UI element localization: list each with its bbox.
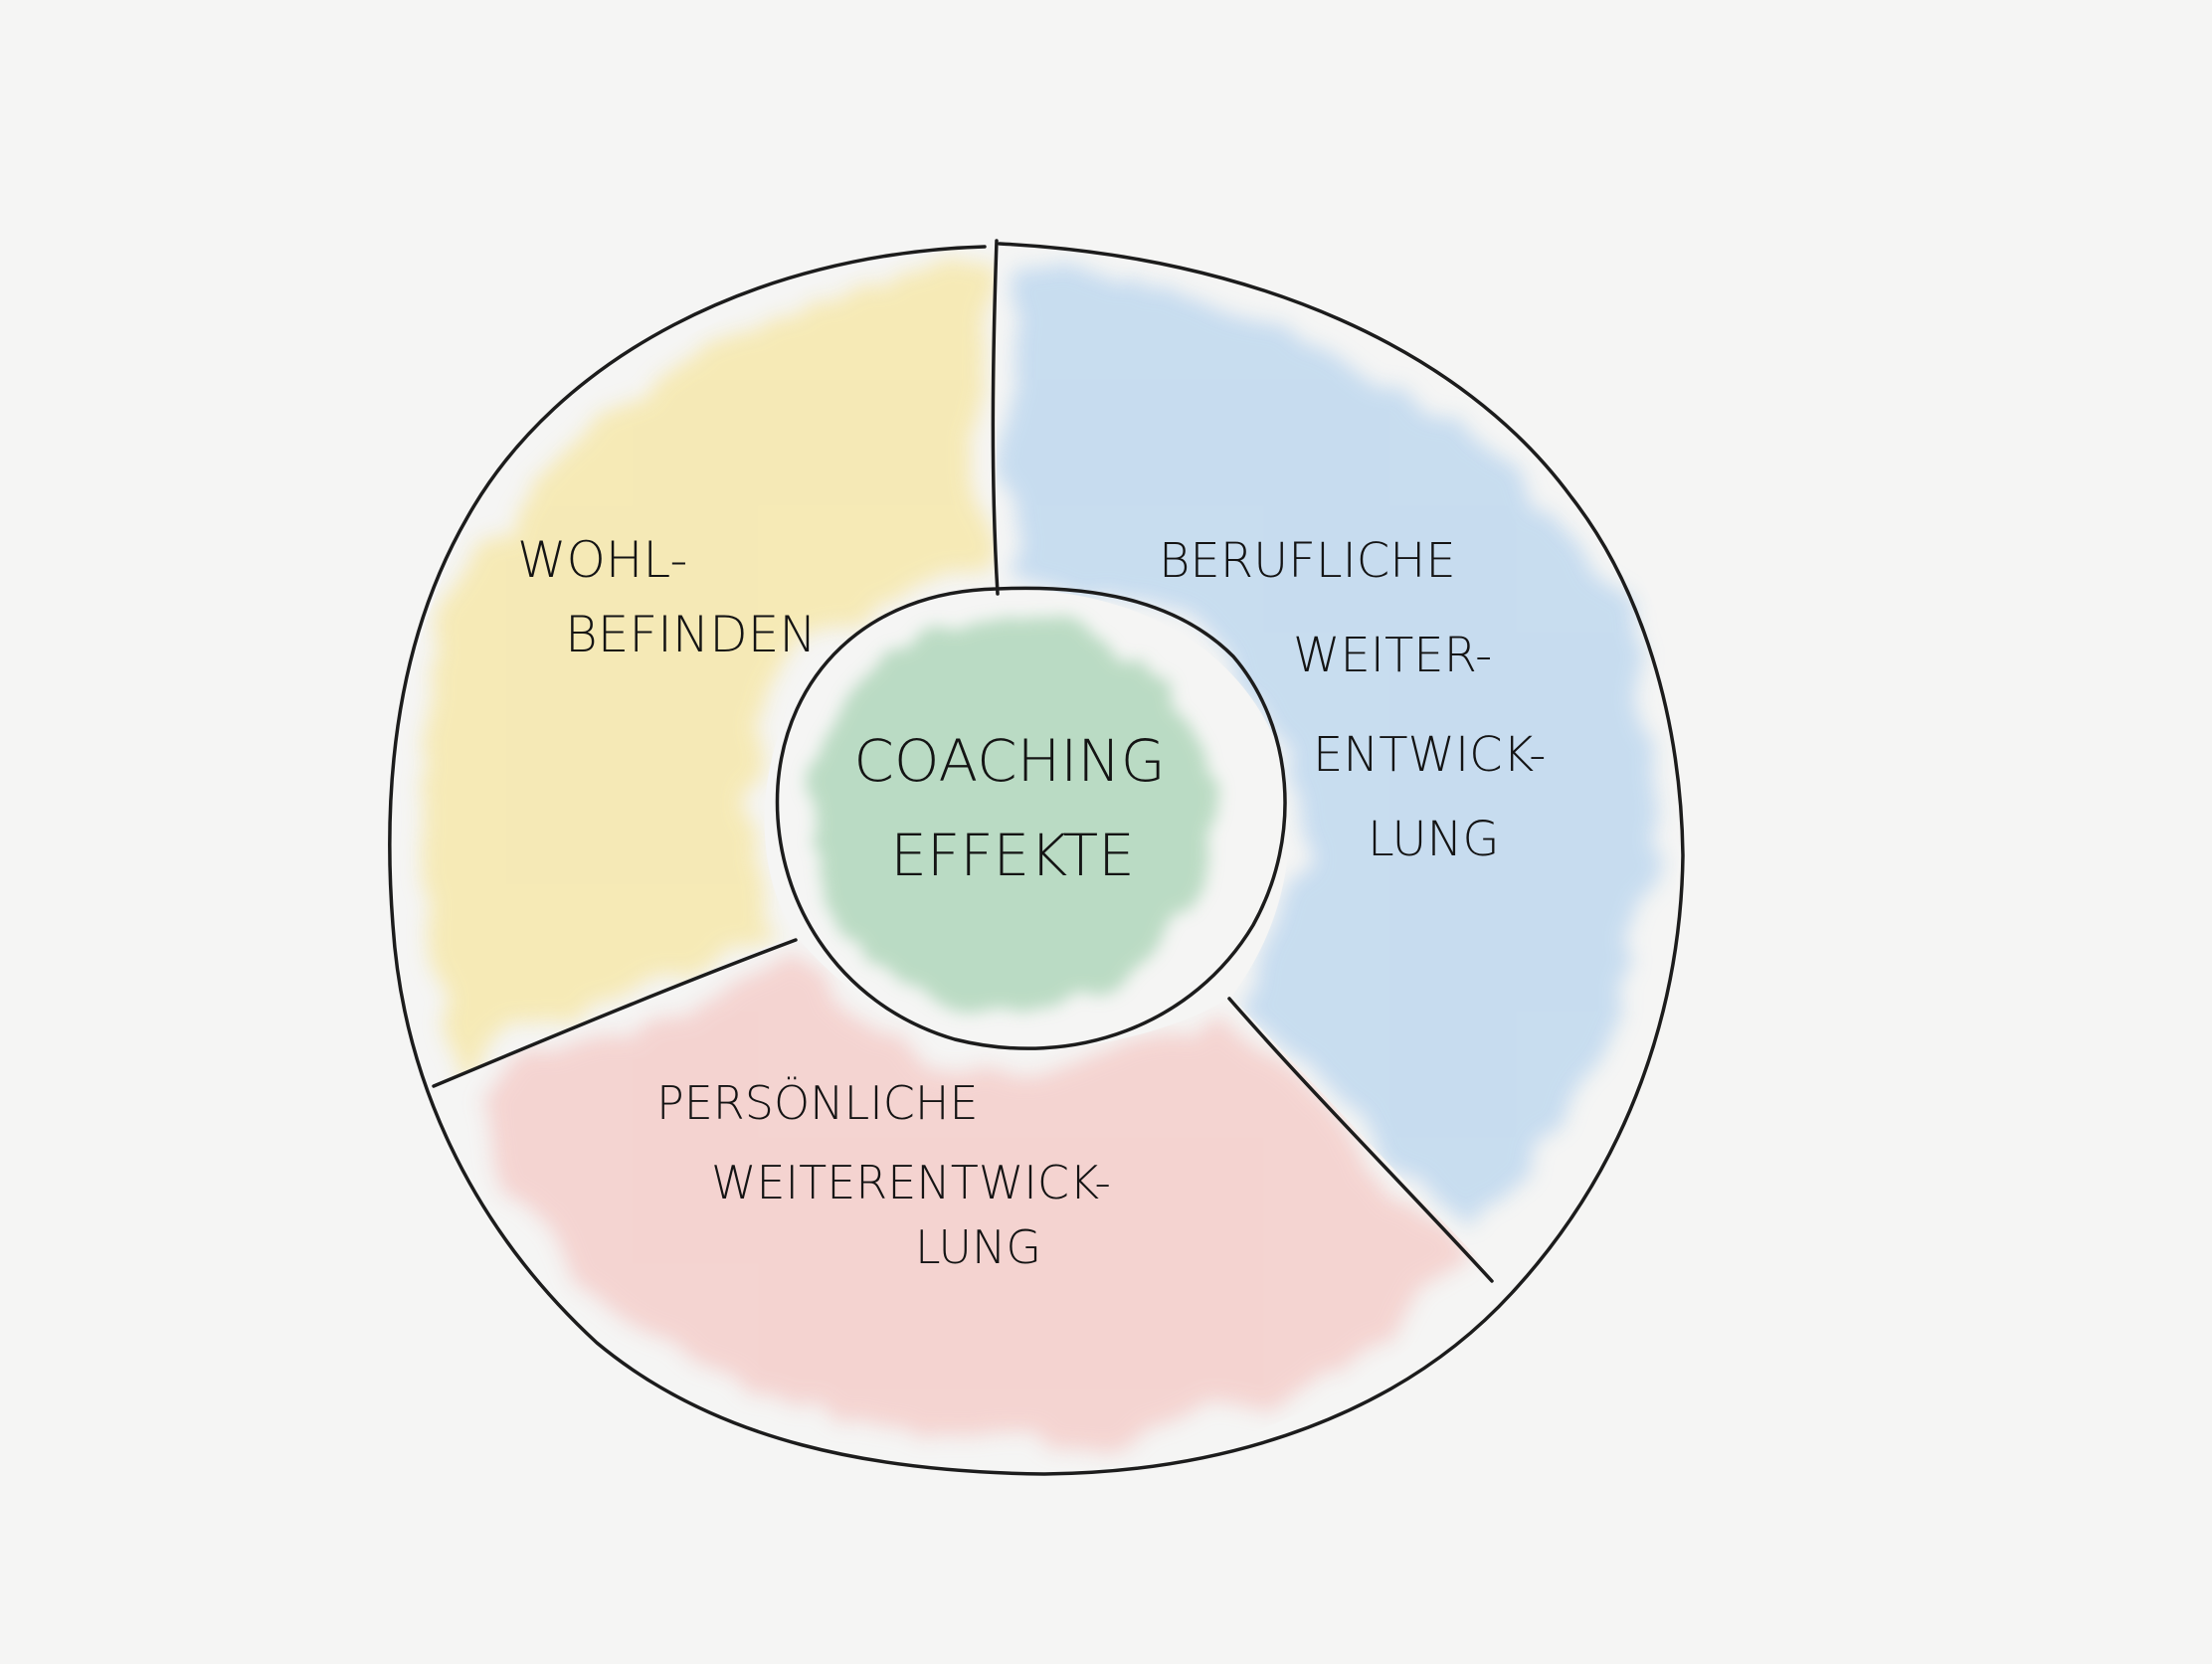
divider-left — [432, 938, 798, 1088]
berufliche-label-line-4: LUNG — [1368, 812, 1500, 867]
center-label-line-2: EFFEKTE — [890, 822, 1135, 889]
center-label-line-1: COACHING — [853, 727, 1165, 795]
persoenliche-label-line-2: WEITERENTWICK- — [711, 1156, 1111, 1209]
persoenliche-label-line-3: LUNG — [915, 1220, 1041, 1274]
segment-fill-wohlbefinden — [422, 269, 986, 1064]
inner-ring — [775, 586, 1287, 1050]
wohlbefinden-label-line-1: WOHL- — [517, 531, 687, 589]
persoenliche-label-line-1: PERSÖNLICHE — [656, 1076, 979, 1130]
center-label: COACHING EFFEKTE — [853, 727, 1165, 889]
segment-label-wohlbefinden: WOHL- BEFINDEN — [517, 531, 817, 663]
berufliche-label-line-2: WEITER- — [1293, 628, 1492, 683]
wohlbefinden-label-line-2: BEFINDEN — [565, 606, 817, 663]
segment-fill-persoenliche — [467, 955, 1462, 1442]
outer-ring — [388, 242, 1685, 1476]
divider-top — [991, 239, 1000, 596]
berufliche-label-line-1: BERUFLICHE — [1159, 533, 1456, 589]
segment-fill-berufliche — [1010, 269, 1655, 1233]
segment-label-berufliche: BERUFLICHE WEITER- ENTWICK- LUNG — [1159, 533, 1546, 867]
center-fill — [806, 619, 1213, 1013]
ink-lines — [388, 239, 1685, 1476]
berufliche-label-line-3: ENTWICK- — [1313, 727, 1546, 783]
segment-label-persoenliche: PERSÖNLICHE WEITERENTWICK- LUNG — [656, 1076, 1111, 1274]
divider-right — [1227, 997, 1494, 1283]
